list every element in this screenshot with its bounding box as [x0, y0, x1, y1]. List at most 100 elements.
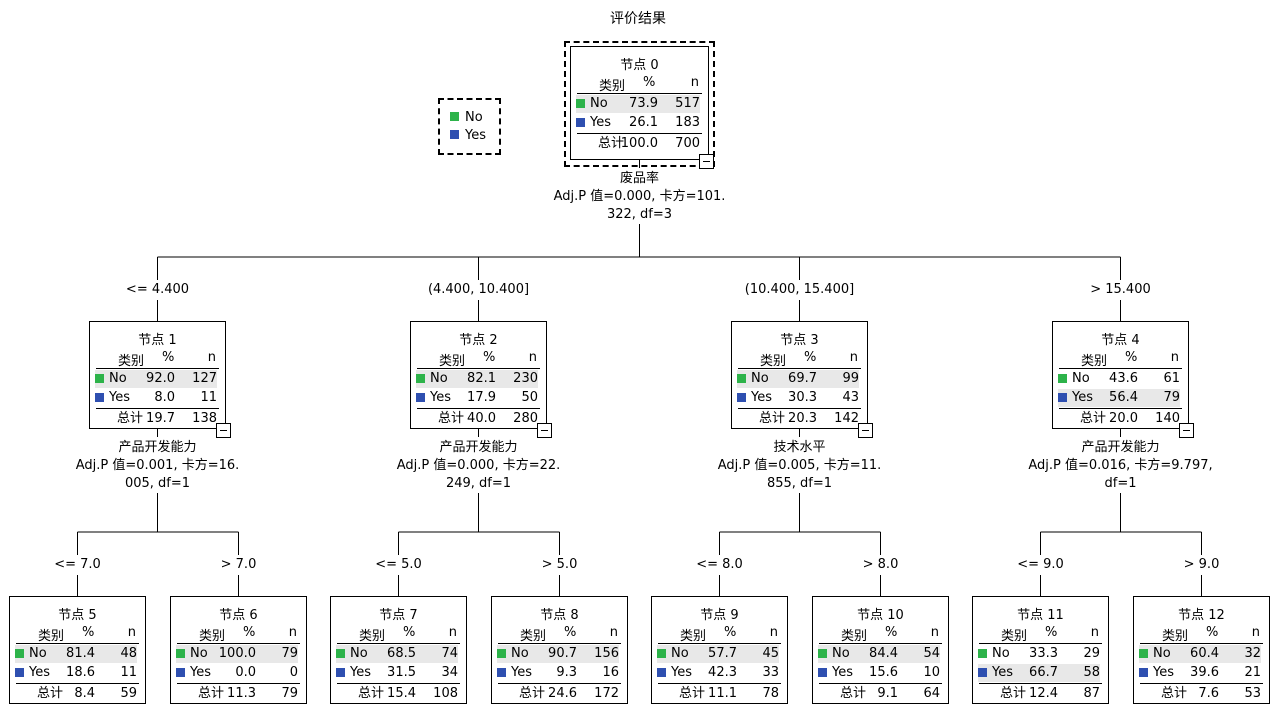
category-count: 43	[842, 390, 859, 405]
total-percent: 11.3	[227, 686, 256, 701]
total-label: 总计	[37, 686, 64, 701]
branch-condition-label: (10.400, 15.400]	[744, 282, 855, 297]
split-statistic: 855, df=1	[766, 476, 833, 491]
category-swatch-no	[818, 649, 827, 658]
category-count: 79	[1163, 390, 1180, 405]
header-category: 类别	[1162, 629, 1189, 644]
category-swatch-no	[657, 649, 666, 658]
total-rule	[96, 408, 219, 409]
header-percent: %	[804, 350, 817, 365]
branch-condition-label: <= 5.0	[375, 557, 422, 572]
category-swatch-no	[336, 649, 345, 658]
category-label: No	[350, 646, 368, 661]
header-percent: %	[403, 625, 416, 640]
node-header-row: 类别%n	[331, 625, 466, 644]
category-label: No	[109, 371, 127, 386]
collapse-toggle-button[interactable]	[1179, 423, 1194, 438]
total-rule	[177, 683, 300, 684]
total-rule	[738, 408, 861, 409]
legend: No Yes	[438, 98, 501, 155]
header-percent: %	[483, 350, 496, 365]
header-rule	[738, 368, 861, 369]
legend-item-no: No	[450, 109, 483, 127]
header-n: n	[127, 625, 136, 640]
category-percent: 73.9	[629, 96, 658, 111]
category-swatch-no	[737, 374, 746, 383]
total-percent: 11.1	[708, 686, 737, 701]
category-label: No	[1072, 371, 1090, 386]
category-label: No	[29, 646, 47, 661]
category-percent: 56.4	[1109, 390, 1138, 405]
header-category: 类别	[1081, 354, 1108, 369]
node-title: 节点 10	[857, 608, 904, 623]
node-title: 节点 7	[379, 608, 418, 623]
category-swatch-yes	[737, 393, 746, 402]
category-percent: 39.6	[1190, 665, 1219, 680]
split-variable: 产品开发能力	[439, 440, 518, 455]
total-label: 总计	[198, 686, 225, 701]
branch-condition-label: > 5.0	[541, 557, 578, 572]
collapse-toggle-button[interactable]	[858, 423, 873, 438]
category-percent: 30.3	[788, 390, 817, 405]
category-count: 230	[513, 371, 538, 386]
header-percent: %	[885, 625, 898, 640]
node-header-row: 类别%n	[732, 350, 867, 369]
total-rule	[498, 683, 621, 684]
category-swatch-no	[1139, 649, 1148, 658]
node-header-row: 类别%n	[652, 625, 787, 644]
category-swatch-yes	[1058, 393, 1067, 402]
header-percent: %	[724, 625, 737, 640]
header-rule	[417, 368, 540, 369]
category-label: No	[430, 371, 448, 386]
header-rule	[177, 643, 300, 644]
header-n: n	[288, 625, 297, 640]
split-variable: 技术水平	[773, 440, 826, 455]
category-swatch-no	[1058, 374, 1067, 383]
category-label: No	[190, 646, 208, 661]
category-swatch-yes	[336, 668, 345, 677]
category-label: No	[1153, 646, 1171, 661]
node-header-row: 类别%n	[1134, 625, 1269, 644]
category-count: 74	[441, 646, 458, 661]
category-label: Yes	[350, 665, 371, 680]
total-count: 140	[1155, 411, 1180, 426]
header-percent: %	[564, 625, 577, 640]
header-rule	[819, 643, 942, 644]
total-rule	[1059, 408, 1182, 409]
collapse-toggle-button[interactable]	[699, 154, 714, 169]
category-percent: 0.0	[235, 665, 256, 680]
node-title: 节点 3	[780, 333, 819, 348]
collapse-toggle-button[interactable]	[216, 423, 231, 438]
category-swatch-no	[497, 649, 506, 658]
total-count: 280	[513, 411, 538, 426]
node-title: 节点 8	[540, 608, 579, 623]
category-swatch-yes	[1139, 668, 1148, 677]
category-percent: 57.7	[708, 646, 737, 661]
collapse-toggle-button[interactable]	[537, 423, 552, 438]
